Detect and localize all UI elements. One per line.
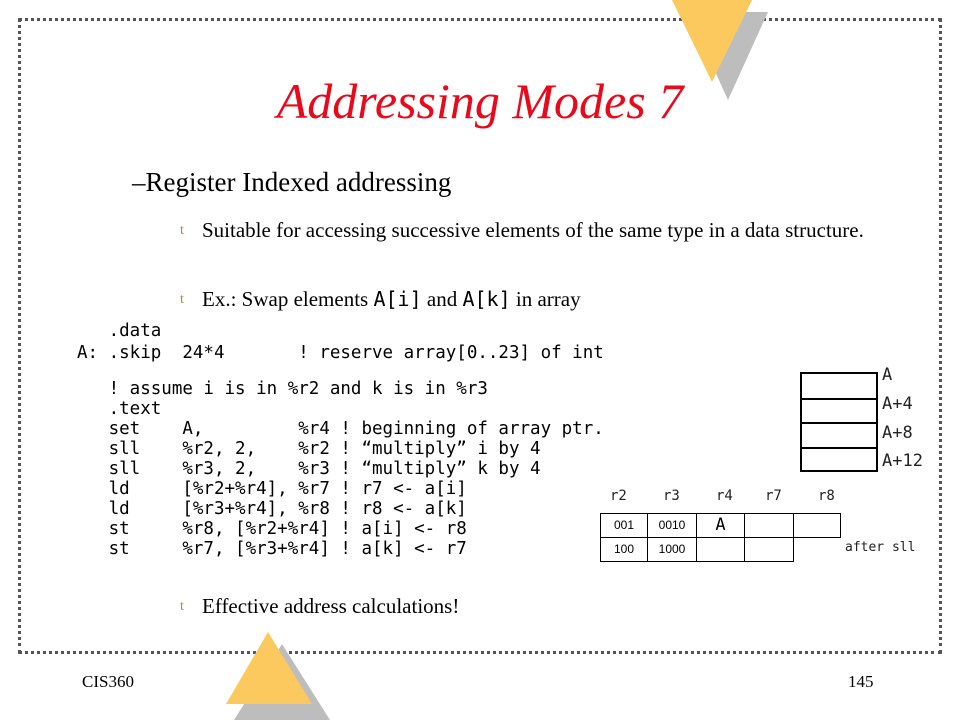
register-name: r8	[818, 488, 835, 504]
bullet-text-part: Ex.: Swap elements	[202, 287, 374, 311]
code-line: sll %r2, 2, %r2 ! “multiply” i by 4	[77, 439, 541, 459]
register-cell	[744, 513, 794, 538]
inline-code: A[k]	[462, 287, 511, 311]
register-name: r3	[663, 488, 680, 504]
slide-title: Addressing Modes 7	[276, 73, 684, 129]
register-note: after sll	[845, 540, 916, 555]
triangle-shape	[672, 0, 752, 82]
bullet-text-part: in array	[510, 287, 581, 311]
array-divider	[800, 470, 878, 472]
bullet-icon: t	[180, 223, 184, 238]
array-divider	[800, 398, 878, 400]
triangle-shape	[226, 632, 312, 704]
footer-page-number: 145	[848, 672, 874, 691]
register-cell: A	[696, 513, 745, 538]
register-name: r4	[716, 488, 733, 504]
register-cell	[793, 537, 841, 562]
code-line: set A, %r4 ! beginning of array ptr.	[77, 419, 604, 439]
bullet-text: Ex.: Swap elements A[i] and A[k] in arra…	[202, 284, 870, 315]
top-triangle-decoration	[672, 0, 768, 100]
register-cell: 100	[600, 537, 648, 562]
code-line: .text	[77, 399, 162, 419]
inline-code: A[i]	[373, 287, 422, 311]
register-name: r2	[610, 488, 627, 504]
memory-address-label: A	[882, 365, 893, 385]
array-divider	[800, 372, 878, 374]
register-cell	[696, 537, 745, 562]
code-line: sll %r3, 2, %r3 ! “multiply” k by 4	[77, 459, 541, 479]
code-line: .data	[77, 321, 162, 341]
register-cell: 0010	[647, 513, 697, 538]
bullet-text: Effective address calculations!	[202, 594, 460, 618]
bullet-item: t Effective address calculations!	[180, 591, 870, 622]
code-line: ! assume i is in %r2 and k is in %r3	[77, 379, 488, 399]
footer-course: CIS360	[82, 672, 134, 691]
array-divider	[800, 422, 878, 424]
bottom-triangle-decoration	[226, 632, 330, 720]
bullet-text: Suitable for accessing successive elemen…	[202, 218, 864, 242]
code-line: st %r8, [%r2+%r4] ! a[i] <- r8	[77, 519, 467, 539]
bullet-item: t Suitable for accessing successive elem…	[180, 215, 870, 246]
slide-border	[18, 18, 942, 654]
memory-address-label: A+4	[882, 394, 913, 414]
memory-address-label: A+8	[882, 423, 913, 443]
bullet-text-part: and	[421, 287, 463, 311]
code-line: ld [%r3+%r4], %r8 ! r8 <- a[k]	[77, 499, 467, 519]
memory-address-label: A+12	[882, 451, 923, 471]
bullet-icon: t	[180, 292, 184, 307]
register-cell: 1000	[647, 537, 697, 562]
register-cell	[793, 513, 841, 538]
code-line: st %r7, [%r3+%r4] ! a[k] <- r7	[77, 539, 467, 559]
register-name: r7	[765, 488, 782, 504]
bullet-item: t Ex.: Swap elements A[i] and A[k] in ar…	[180, 284, 870, 315]
code-line: ld [%r2+%r4], %r7 ! r7 <- a[i]	[77, 479, 467, 499]
register-cell	[744, 537, 794, 562]
bullet-icon: t	[180, 599, 184, 614]
code-line: A: .skip 24*4 ! reserve array[0..23] of …	[77, 343, 604, 363]
array-divider	[800, 447, 878, 449]
register-cell: 001	[600, 513, 648, 538]
section-heading: –Register Indexed addressing	[132, 167, 452, 197]
